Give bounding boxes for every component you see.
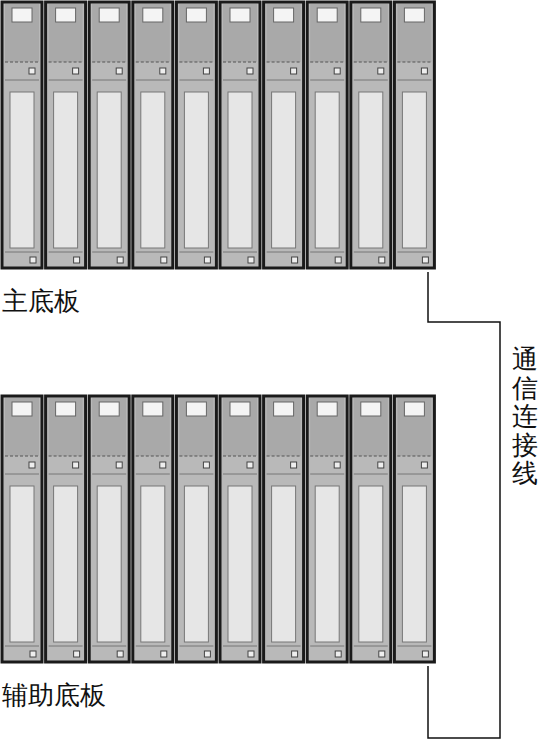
io-module [307,2,347,268]
io-module [351,396,391,662]
rack-label: 主底板 [2,286,80,317]
io-module [2,396,42,662]
io-module [89,2,129,268]
io-module [133,2,173,268]
io-module [394,2,434,268]
io-module [351,2,391,268]
io-module [89,396,129,662]
rack-label: 辅助底板 [2,680,106,711]
cable-label: 通信连接线 [512,346,538,489]
io-module [307,396,347,662]
io-module [220,2,260,268]
io-module [2,2,42,268]
io-module [176,2,216,268]
io-module [394,396,434,662]
io-module [133,396,173,662]
io-module [176,396,216,662]
io-module [46,396,86,662]
io-module [264,396,304,662]
rack-base: 主底板 [0,0,442,272]
io-module [46,2,86,268]
io-module [220,396,260,662]
rack-base: 辅助底板 [0,394,442,666]
comm-cable [428,272,500,738]
io-module [264,2,304,268]
